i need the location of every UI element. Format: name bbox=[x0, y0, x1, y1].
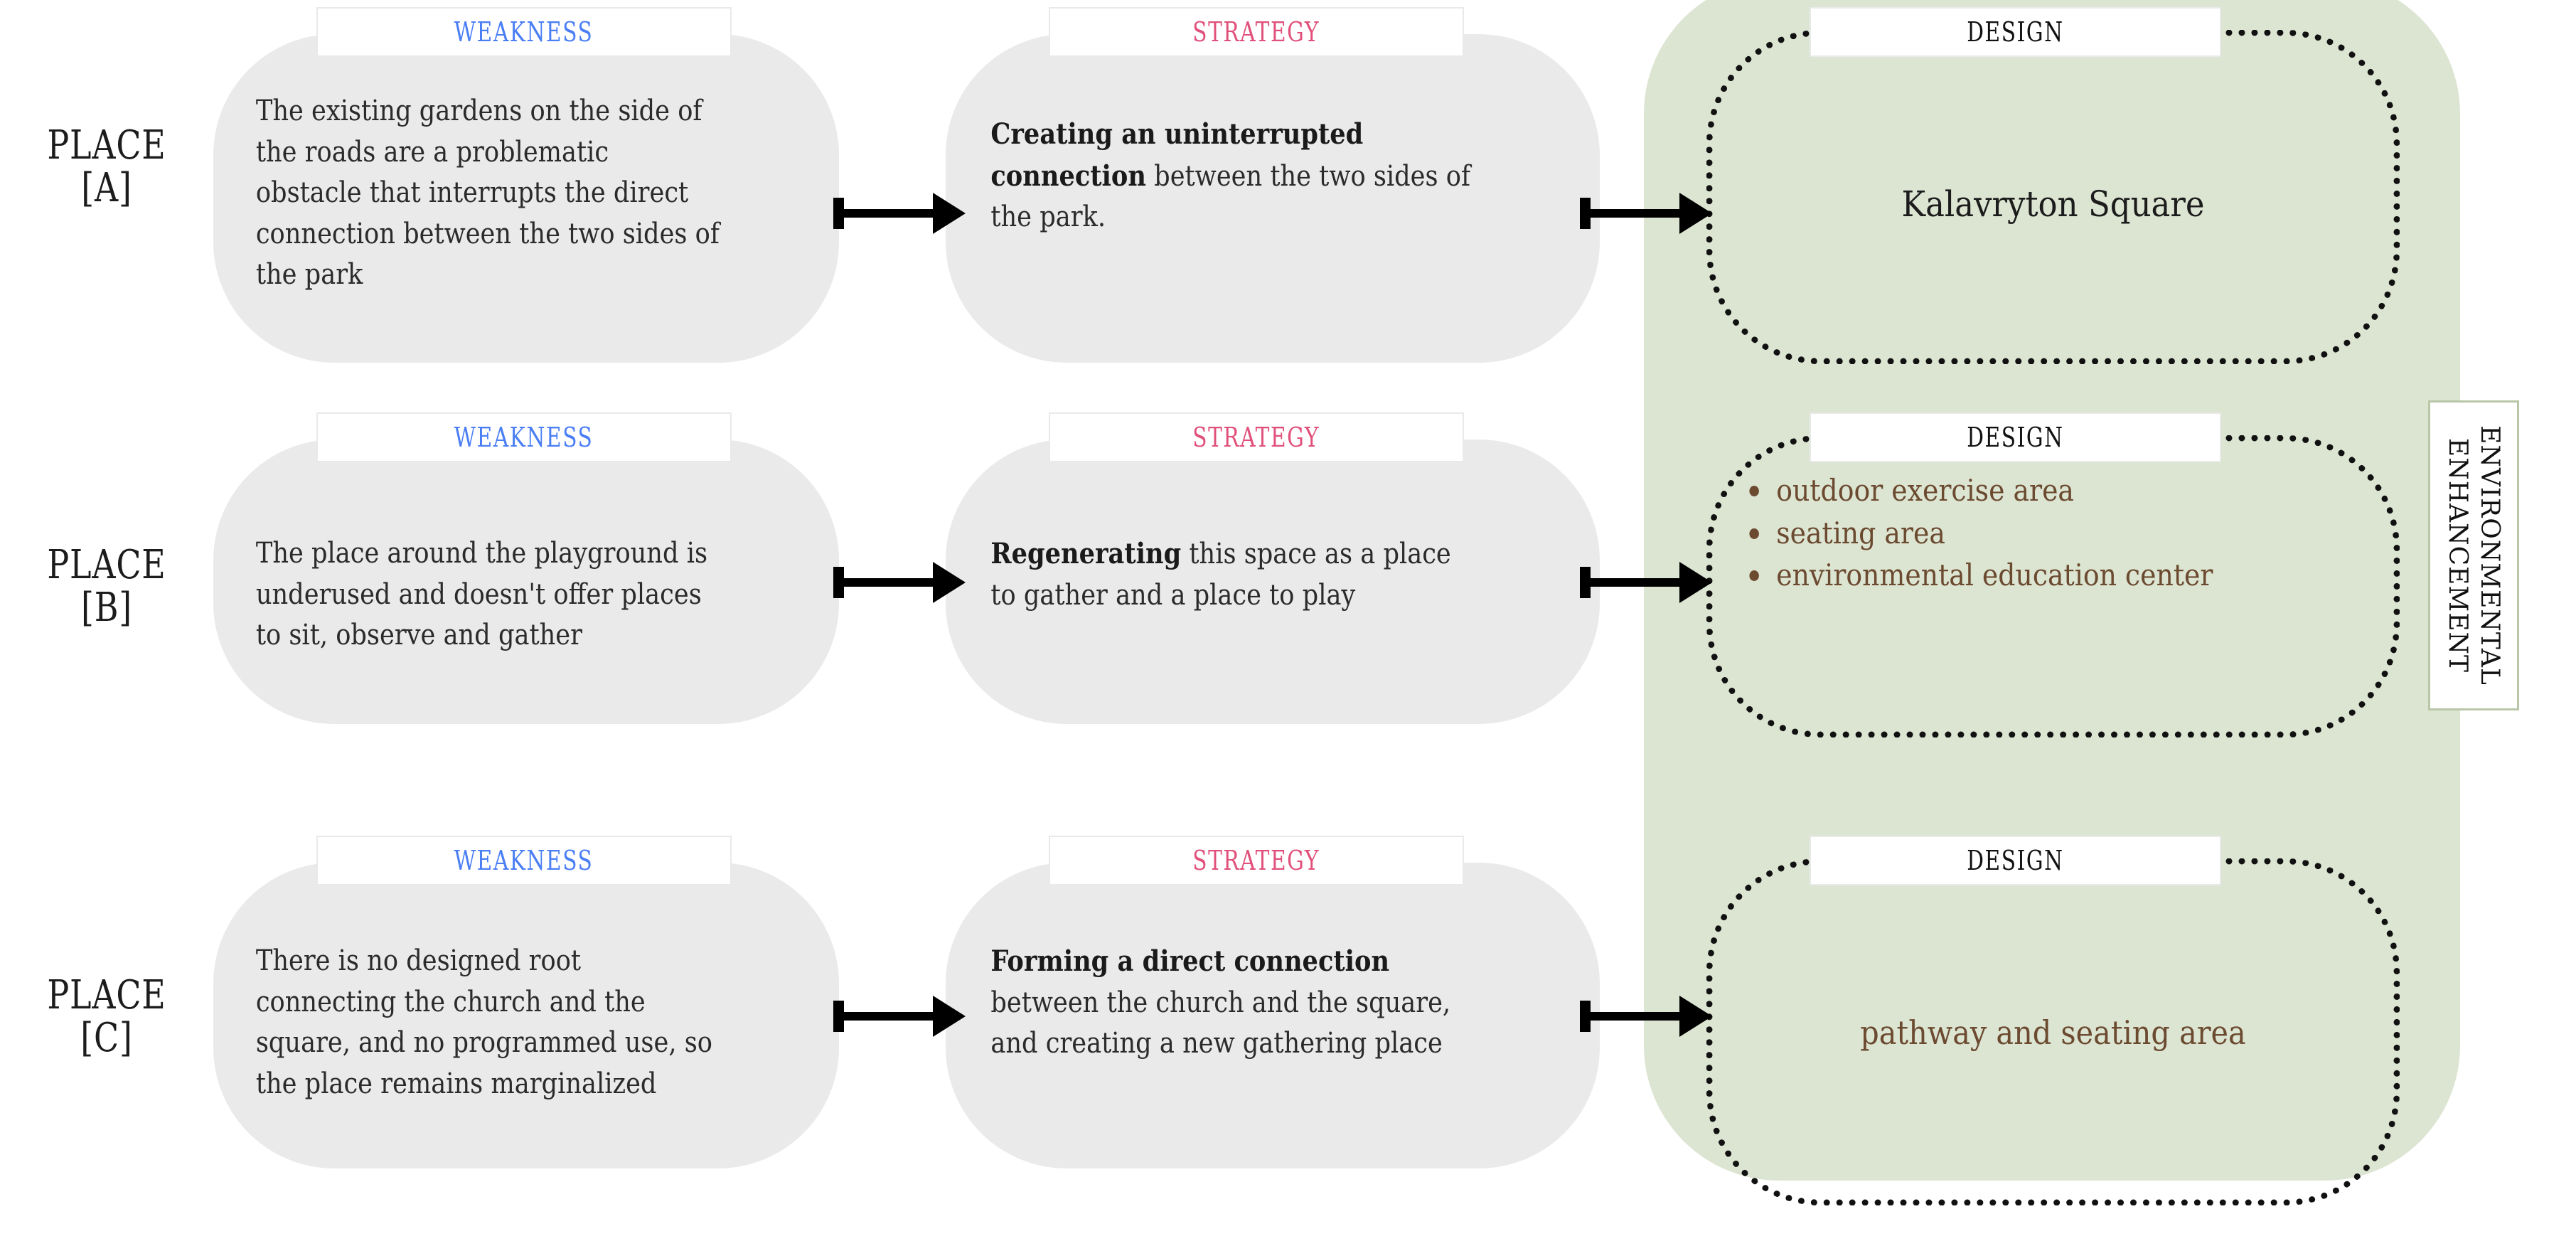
weakness-tab-c[interactable]: WEAKNESS bbox=[316, 836, 732, 885]
arrow-head-icon bbox=[933, 562, 966, 603]
arrow-shaft-icon bbox=[843, 1012, 936, 1021]
arrow-strategy-to-design-a bbox=[1580, 193, 1715, 234]
design-tab-a-label: DESIGN bbox=[1967, 16, 2064, 48]
strategy-text-c: Forming a direct connection between the … bbox=[946, 941, 1522, 1065]
arrow-strategy-to-design-c bbox=[1580, 996, 1715, 1037]
design-tab-b[interactable]: DESIGN bbox=[1810, 412, 2221, 462]
bullet-icon bbox=[1749, 486, 1759, 497]
arrow-head-icon bbox=[1679, 996, 1712, 1037]
weakness-text-a: The existing gardens on the side of the … bbox=[255, 95, 720, 292]
weakness-text-b: The place around the playground is under… bbox=[255, 537, 708, 652]
design-list-item-label: environmental education center bbox=[1776, 558, 2213, 593]
place-row-a: PLACE [A] The existing gardens on the si… bbox=[0, 0, 2576, 398]
design-list-item: outdoor exercise area bbox=[1746, 469, 2334, 512]
design-list-item-label: outdoor exercise area bbox=[1776, 473, 2074, 508]
strategy-tab-a-label: STRATEGY bbox=[1192, 16, 1320, 48]
arrow-head-icon bbox=[1679, 193, 1712, 234]
weakness-capsule-b[interactable]: The place around the playground is under… bbox=[213, 440, 839, 724]
weakness-tab-a[interactable]: WEAKNESS bbox=[316, 7, 732, 57]
arrow-weakness-to-strategy-b bbox=[833, 562, 968, 603]
arrow-shaft-icon bbox=[843, 578, 936, 587]
arrow-head-icon bbox=[1679, 562, 1712, 603]
strategy-text-b: Regenerating this space as a place to ga… bbox=[946, 533, 1522, 616]
side-label-line2: ENHANCEMENT bbox=[2443, 437, 2472, 673]
side-label-line1: ENVIRONMENTAL bbox=[2475, 425, 2504, 686]
strategy-rest-c: between the church and the square, and c… bbox=[990, 986, 1451, 1060]
design-list-item: seating area bbox=[1746, 512, 2334, 555]
place-label-c-line2: [C] bbox=[80, 1015, 133, 1062]
design-tab-b-label: DESIGN bbox=[1967, 422, 2064, 453]
strategy-rest-b: this space as a place to gather and a pl… bbox=[990, 538, 1451, 612]
place-row-c: PLACE [C] There is no designed root conn… bbox=[0, 829, 2576, 1241]
strategy-capsule-a[interactable]: Creating an uninterrupted connection bet… bbox=[946, 34, 1600, 363]
design-text-c: pathway and seating area bbox=[1860, 1013, 2246, 1052]
weakness-text-c: There is no designed root connecting the… bbox=[255, 944, 712, 1100]
design-tab-c[interactable]: DESIGN bbox=[1810, 836, 2221, 885]
arrow-tail-icon bbox=[1580, 1001, 1591, 1032]
arrow-head-icon bbox=[933, 996, 966, 1037]
strategy-bold-c: Forming a direct connection bbox=[990, 944, 1390, 978]
strategy-bold-b: Regenerating bbox=[990, 537, 1182, 570]
place-label-a: PLACE [A] bbox=[19, 124, 194, 211]
weakness-tab-c-label: WEAKNESS bbox=[454, 845, 594, 876]
bullet-icon bbox=[1749, 528, 1759, 539]
design-tab-c-label: DESIGN bbox=[1967, 845, 2064, 876]
place-label-b: PLACE [B] bbox=[19, 542, 194, 632]
strategy-tab-c[interactable]: STRATEGY bbox=[1049, 836, 1464, 885]
arrow-shaft-icon bbox=[1589, 1012, 1683, 1021]
arrow-tail-icon bbox=[1580, 198, 1591, 229]
bullet-icon bbox=[1749, 570, 1759, 582]
strategy-capsule-c[interactable]: Forming a direct connection between the … bbox=[946, 863, 1600, 1168]
design-list-item-label: seating area bbox=[1776, 515, 1945, 550]
design-text-a: Kalavryton Square bbox=[1901, 183, 2205, 225]
place-label-c: PLACE [C] bbox=[19, 974, 194, 1060]
strategy-bold-a: Creating an uninterrupted connection bbox=[990, 117, 1364, 193]
arrow-weakness-to-strategy-c bbox=[833, 996, 968, 1037]
arrow-weakness-to-strategy-a bbox=[833, 193, 968, 234]
strategy-tab-b[interactable]: STRATEGY bbox=[1049, 412, 1464, 462]
arrow-head-icon bbox=[933, 193, 966, 234]
weakness-capsule-c[interactable]: There is no designed root connecting the… bbox=[213, 863, 839, 1168]
place-label-a-line1: PLACE bbox=[47, 122, 166, 169]
place-label-c-line1: PLACE bbox=[47, 972, 166, 1018]
place-label-a-line2: [A] bbox=[81, 165, 132, 212]
weakness-tab-a-label: WEAKNESS bbox=[454, 16, 594, 48]
arrow-tail-icon bbox=[833, 567, 844, 598]
weakness-capsule-a[interactable]: The existing gardens on the side of the … bbox=[213, 34, 839, 363]
strategy-tab-c-label: STRATEGY bbox=[1192, 845, 1320, 876]
arrow-tail-icon bbox=[833, 1001, 844, 1032]
strategy-tab-b-label: STRATEGY bbox=[1192, 422, 1320, 453]
arrow-shaft-icon bbox=[843, 209, 936, 218]
place-row-b: PLACE [B] The place around the playgroun… bbox=[0, 405, 2576, 804]
environmental-enhancement-panel bbox=[1644, 0, 2460, 1181]
environmental-enhancement-text: ENVIRONMENTAL ENHANCEMENT bbox=[2442, 425, 2506, 686]
weakness-tab-b[interactable]: WEAKNESS bbox=[316, 412, 732, 462]
strategy-tab-a[interactable]: STRATEGY bbox=[1049, 7, 1464, 57]
strategy-text-a: Creating an uninterrupted connection bet… bbox=[946, 114, 1522, 238]
strategy-rest-a: between the two sides of the park. bbox=[990, 159, 1470, 234]
arrow-strategy-to-design-b bbox=[1580, 562, 1715, 603]
arrow-shaft-icon bbox=[1589, 578, 1683, 587]
strategy-capsule-b[interactable]: Regenerating this space as a place to ga… bbox=[946, 440, 1600, 724]
place-label-b-line1: PLACE bbox=[47, 542, 166, 588]
weakness-tab-b-label: WEAKNESS bbox=[454, 422, 594, 453]
design-tab-a[interactable]: DESIGN bbox=[1810, 7, 2221, 57]
arrow-tail-icon bbox=[833, 198, 844, 229]
arrow-shaft-icon bbox=[1589, 209, 1683, 218]
place-label-b-line2: [B] bbox=[80, 585, 133, 632]
arrow-tail-icon bbox=[1580, 567, 1591, 598]
design-list-b: outdoor exercise area seating area envir… bbox=[1746, 469, 2334, 597]
design-list-item: environmental education center bbox=[1746, 554, 2334, 597]
environmental-enhancement-label: ENVIRONMENTAL ENHANCEMENT bbox=[2428, 400, 2519, 710]
